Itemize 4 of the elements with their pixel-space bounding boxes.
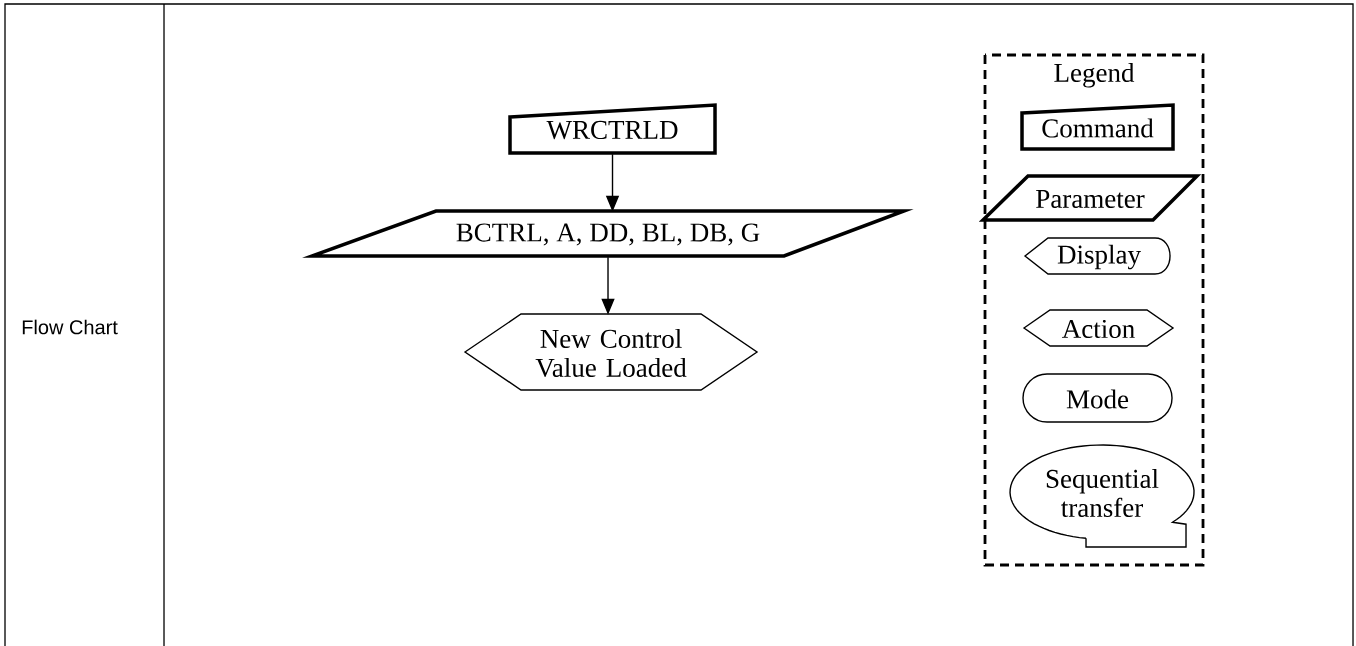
command-box: Command — [1020, 103, 1175, 151]
command-box: WRCTRLD — [508, 103, 717, 155]
sequential-transfer-shape: Sequential transfer — [1009, 444, 1195, 548]
row-header: Flow Chart — [22, 319, 118, 335]
